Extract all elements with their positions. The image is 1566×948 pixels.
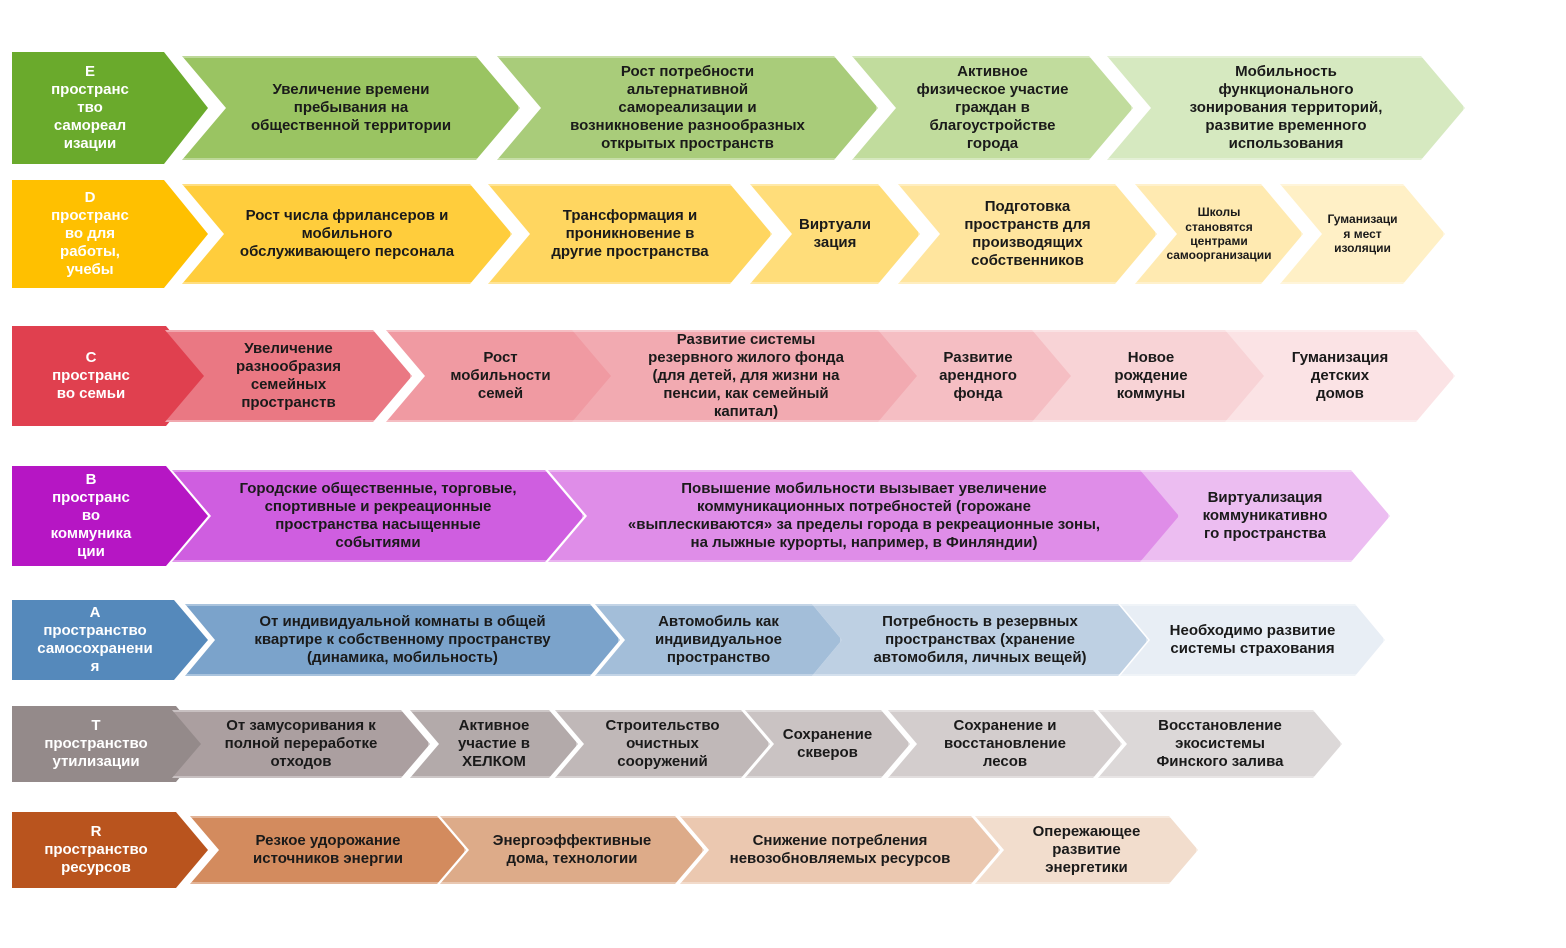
trend-text: Виртуализация коммуникативно го простран…	[1202, 489, 1328, 542]
row-d-chevron-4: Подготовка пространств для производящих …	[898, 184, 1157, 284]
row-b-header: B пространс во коммуника ции	[12, 466, 208, 566]
row-a-chevron-4: Необходимо развитие системы страхования	[1120, 604, 1385, 676]
trend-text: Подготовка пространств для производящих …	[964, 198, 1091, 269]
row-c-chevron-1: Увеличение разнообразия семейных простра…	[165, 330, 412, 422]
trend-text: Автомобиль как индивидуальное пространст…	[655, 613, 782, 666]
trend-text: Энергоэффективные дома, технологии	[492, 832, 652, 867]
row-d-chevron-2: Трансформация и проникновение в другие п…	[488, 184, 772, 284]
category-label: C пространс во семьи	[52, 349, 130, 402]
row-r-chevron-3: Снижение потребления невозобновляемых ре…	[680, 816, 1000, 884]
row-c-header: C пространс во семьи	[12, 326, 208, 426]
row-d-chevron-5: Школы становятся центрами самоорганизаци…	[1135, 184, 1303, 284]
trend-text: Городские общественные, торговые, спорти…	[239, 480, 517, 551]
trend-text: Мобильность функционального зонирования …	[1189, 63, 1383, 152]
row-t-chevron-3: Строительство очистных сооружений	[555, 710, 770, 778]
row-t-header: T пространство утилизации	[12, 706, 208, 782]
trend-text: Активное участие в ХЕЛКОМ	[457, 717, 531, 770]
trend-text: Снижение потребления невозобновляемых ре…	[729, 832, 951, 867]
row-t-chevron-2: Активное участие в ХЕЛКОМ	[410, 710, 578, 778]
row-d-header: D пространс во для работы, учебы	[12, 180, 208, 288]
row-e-header: E пространс тво самореал изации	[12, 52, 208, 164]
row-e-chevron-1: Увеличение времени пребывания на обществ…	[182, 56, 520, 160]
row-c-chevron-3: Развитие системы резервного жилого фонда…	[572, 330, 920, 422]
trend-text: Повышение мобильности вызывает увеличени…	[627, 480, 1101, 551]
category-label: D пространс во для работы, учебы	[51, 189, 129, 278]
row-e-chevron-2: Рост потребности альтернативной самореал…	[497, 56, 878, 160]
trend-text: Гуманизация детских домов	[1291, 349, 1389, 402]
row-t-chevron-5: Сохранение и восстановление лесов	[888, 710, 1122, 778]
row-c-chevron-4: Развитие арендного фонда	[878, 330, 1078, 422]
trend-text: Трансформация и проникновение в другие п…	[551, 207, 709, 260]
category-label: E пространс тво самореал изации	[51, 63, 129, 152]
trend-text: Резкое удорожание источников энергии	[253, 832, 403, 867]
row-d-chevron-3: Виртуали зация	[750, 184, 920, 284]
trend-text: Опережающее развитие энергетики	[1032, 823, 1141, 876]
trend-text: Рост потребности альтернативной самореал…	[570, 63, 805, 152]
row-b-chevron-3: Виртуализация коммуникативно го простран…	[1140, 470, 1390, 562]
category-label: T пространство утилизации	[44, 717, 148, 770]
row-c-chevron-5: Новое рождение коммуны	[1032, 330, 1270, 422]
trend-text: Строительство очистных сооружений	[605, 717, 720, 770]
trend-text: Потребность в резервных пространствах (х…	[873, 613, 1087, 666]
trend-text: От замусоривания к полной переработке от…	[224, 717, 378, 770]
row-a-chevron-2: Автомобиль как индивидуальное пространст…	[595, 604, 842, 676]
row-e-chevron-4: Мобильность функционального зонирования …	[1107, 56, 1465, 160]
trend-text: Новое рождение коммуны	[1114, 349, 1188, 402]
row-r-header: R пространство ресурсов	[12, 812, 208, 888]
row-d-chevron-1: Рост числа фрилансеров и мобильного обсл…	[182, 184, 512, 284]
trend-text: Сохранение и восстановление лесов	[944, 717, 1066, 770]
row-t-chevron-1: От замусоривания к полной переработке от…	[172, 710, 430, 778]
row-r-chevron-4: Опережающее развитие энергетики	[975, 816, 1198, 884]
trend-text: Увеличение разнообразия семейных простра…	[236, 340, 341, 411]
row-t-chevron-6: Восстановление экосистемы Финского залив…	[1098, 710, 1342, 778]
trend-text: Школы становятся центрами самоорганизаци…	[1166, 205, 1272, 263]
trend-text: Активное физическое участие граждан в бл…	[916, 63, 1069, 152]
row-d-chevron-6: Гуманизаци я мест изоляции	[1280, 184, 1445, 284]
trend-text: Увеличение времени пребывания на обществ…	[250, 81, 452, 134]
trend-text: Сохранение скверов	[782, 726, 873, 761]
row-c-chevron-2: Рост мобильности семей	[386, 330, 615, 422]
row-a-header: A пространство самосохранени я	[12, 600, 208, 680]
trend-text: От индивидуальной комнаты в общей кварти…	[254, 613, 551, 666]
trend-text: Необходимо развитие системы страхования	[1169, 622, 1336, 657]
trend-text: Развитие системы резервного жилого фонда…	[648, 331, 844, 420]
trend-text: Виртуали зация	[799, 216, 871, 251]
trend-text: Рост мобильности семей	[450, 349, 551, 402]
row-a-chevron-3: Потребность в резервных пространствах (х…	[812, 604, 1148, 676]
trend-text: Рост числа фрилансеров и мобильного обсл…	[239, 207, 455, 260]
row-b-chevron-2: Повышение мобильности вызывает увеличени…	[548, 470, 1180, 562]
row-a-chevron-1: От индивидуальной комнаты в общей кварти…	[185, 604, 620, 676]
trend-text: Восстановление экосистемы Финского залив…	[1156, 717, 1284, 770]
trend-text: Развитие арендного фонда	[939, 349, 1017, 402]
category-label: B пространс во коммуника ции	[50, 471, 132, 560]
row-e-chevron-3: Активное физическое участие граждан в бл…	[852, 56, 1133, 160]
trend-text: Гуманизаци я мест изоляции	[1327, 212, 1398, 256]
row-b-chevron-1: Городские общественные, торговые, спорти…	[172, 470, 584, 562]
category-label: A пространство самосохранени я	[37, 604, 153, 675]
category-label: R пространство ресурсов	[44, 823, 148, 876]
row-r-chevron-2: Энергоэффективные дома, технологии	[440, 816, 704, 884]
row-r-chevron-1: Резкое удорожание источников энергии	[190, 816, 466, 884]
